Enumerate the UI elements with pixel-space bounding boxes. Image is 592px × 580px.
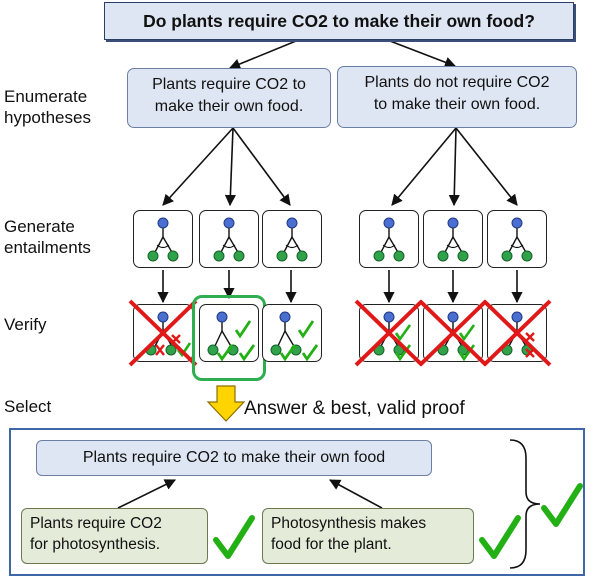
- stage-generate-label: Generate entailments: [4, 217, 91, 257]
- proof-valid-check-icon: [541, 483, 583, 527]
- stage-verify-label: Verify: [4, 315, 47, 334]
- verify-tile-accepted: [199, 304, 259, 362]
- hypothesis-1: Plants require CO2 to make their own foo…: [127, 68, 331, 128]
- question-box: Do plants require CO2 to make their own …: [104, 2, 574, 40]
- entailment-tile: [423, 210, 483, 268]
- premise-2-check-icon: [479, 515, 521, 559]
- proof-brace-icon: [509, 439, 541, 569]
- proof-root: Plants require CO2 to make their own foo…: [36, 440, 432, 476]
- entailment-tile: [487, 210, 547, 268]
- proof-premise-2: Photosynthesis makes food for the plant.: [262, 508, 474, 564]
- verify-tile-rejected: [418, 299, 488, 367]
- hypothesis-2: Plants do not require CO2 to make their …: [337, 66, 577, 128]
- verify-tile-rejected: [482, 299, 552, 367]
- proof-premise-1: Plants require CO2 for photosynthesis.: [21, 508, 208, 564]
- entailment-tile: [133, 210, 193, 268]
- entailment-tile: [199, 210, 259, 268]
- entailment-tile: [359, 210, 419, 268]
- stage-enumerate-label: Enumerate hypotheses: [4, 87, 91, 127]
- verify-tile-accepted: [262, 304, 322, 362]
- select-result-label: Answer & best, valid proof: [244, 398, 465, 419]
- premise-1-check-icon: [213, 515, 255, 559]
- entailment-tile: [262, 210, 322, 268]
- select-arrow-icon: [206, 385, 246, 422]
- verify-tile-rejected: [354, 299, 424, 367]
- verify-tile-rejected: [128, 299, 198, 367]
- answer-proof-box: [9, 428, 585, 576]
- stage-select-label: Select: [4, 397, 52, 416]
